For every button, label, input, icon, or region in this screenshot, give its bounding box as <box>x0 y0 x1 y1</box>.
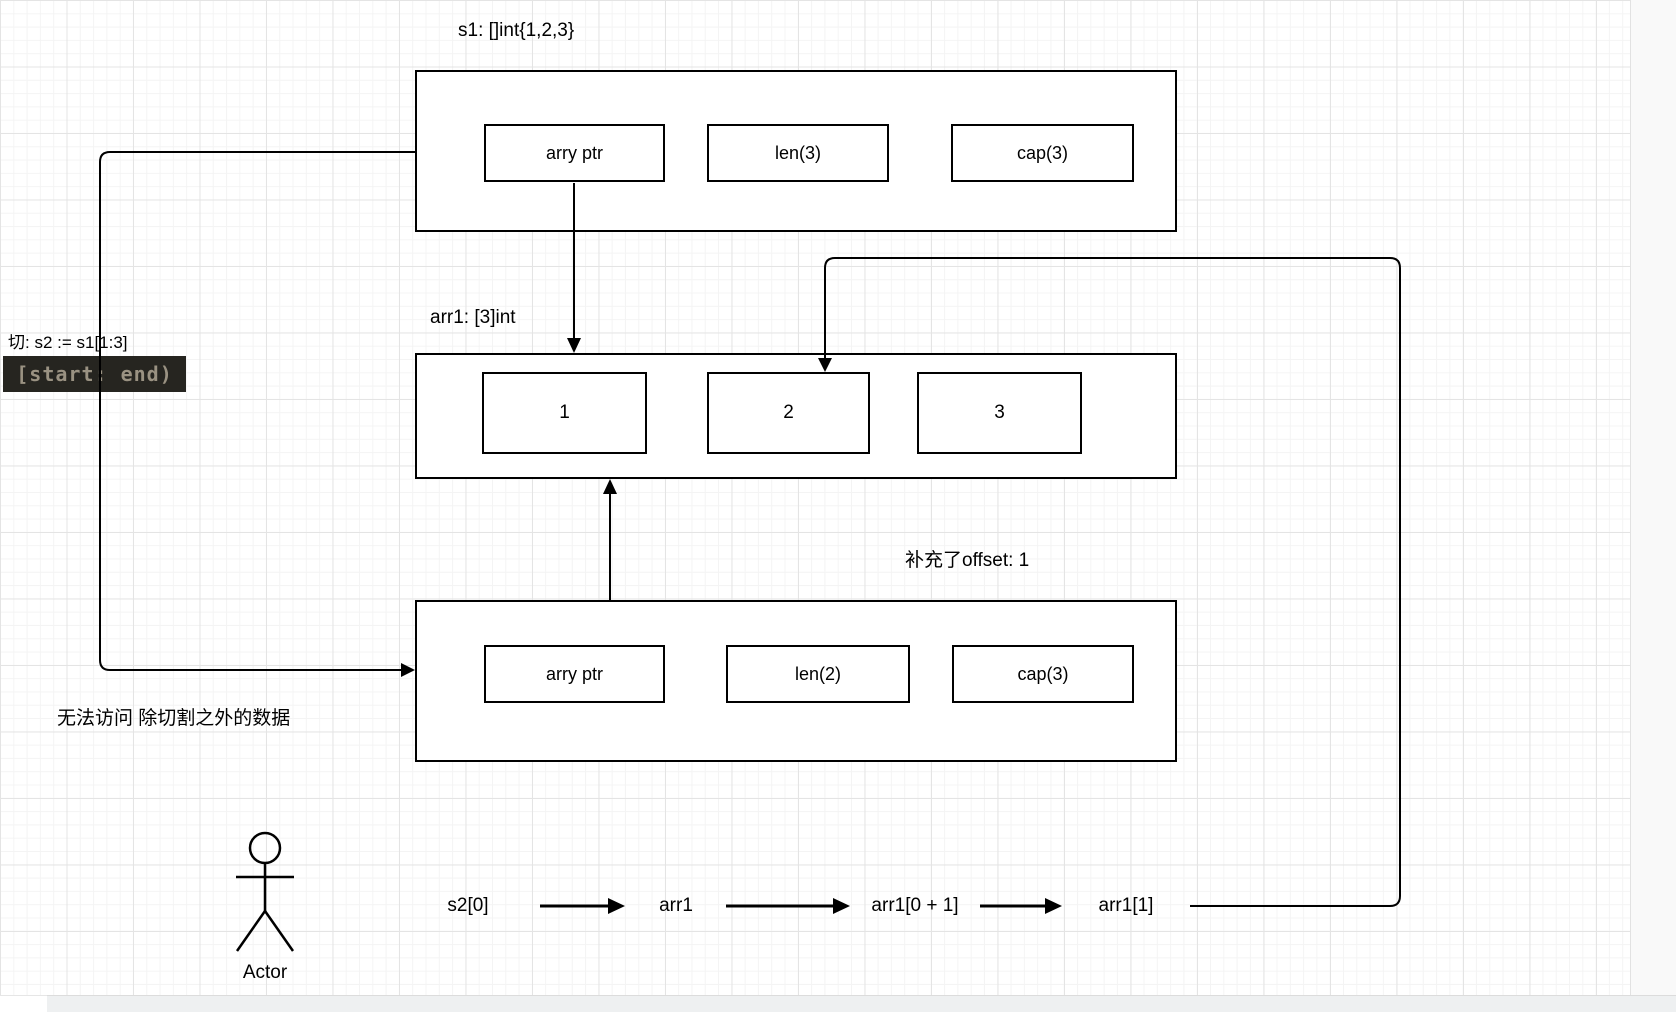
scrollbar-corner <box>0 995 47 1012</box>
s2-cap-box[interactable]: cap(3) <box>952 645 1134 703</box>
slice-note: 切: s2 := s1[1:3] <box>8 333 128 352</box>
flow-arrow-2[interactable] <box>726 898 850 914</box>
arr1-cell-1[interactable]: 1 <box>482 372 647 454</box>
range-notation-chip: [start: end) <box>3 356 186 392</box>
s2-arry-ptr-box[interactable]: arry ptr <box>484 645 665 703</box>
s1-cap-box[interactable]: cap(3) <box>951 124 1134 182</box>
s2-len-box[interactable]: len(2) <box>726 645 910 703</box>
arr1-cell-2[interactable]: 2 <box>707 372 870 454</box>
no-access-note: 无法访问 除切割之外的数据 <box>57 708 291 729</box>
flow-step-arr1-0-plus-1: arr1[0 + 1] <box>871 895 959 916</box>
s1-len-box[interactable]: len(3) <box>707 124 889 182</box>
actor-label: Actor <box>242 962 288 983</box>
s1-arry-ptr-box[interactable]: arry ptr <box>484 124 665 182</box>
arr1-cell-3[interactable]: 3 <box>917 372 1082 454</box>
connector-s1ptr-to-arr1[interactable] <box>567 183 581 353</box>
horizontal-scrollbar[interactable] <box>47 995 1676 1012</box>
connector-arr1-1-to-cell2[interactable] <box>818 257 1401 907</box>
flow-step-s2-0: s2[0] <box>447 895 489 916</box>
flow-step-arr1-1: arr1[1] <box>1098 895 1154 916</box>
s2-offset-label: 补充了offset: 1 <box>905 550 1030 571</box>
actor-figure[interactable] <box>235 831 295 952</box>
arr1-label: arr1: [3]int <box>430 307 516 328</box>
connector-s2-to-arr1[interactable] <box>603 479 617 600</box>
flow-arrow-1[interactable] <box>540 898 625 914</box>
flow-arrow-3[interactable] <box>980 898 1062 914</box>
flow-step-arr1: arr1 <box>659 895 693 916</box>
s1-label: s1: []int{1,2,3} <box>458 20 575 41</box>
connector-s1-to-s2-left[interactable] <box>99 151 415 677</box>
right-panel <box>1630 0 1676 1012</box>
diagram-canvas[interactable]: s1: []int{1,2,3} arry ptr len(3) cap(3) … <box>0 0 1630 1012</box>
